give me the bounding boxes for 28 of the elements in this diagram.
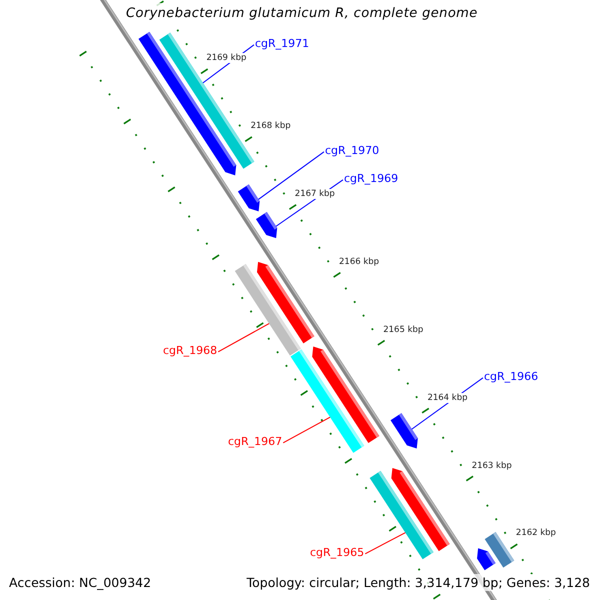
gene-bar bbox=[234, 264, 301, 356]
scale-label: 2165 kbp bbox=[383, 324, 424, 335]
gene-label: cgR_1965 bbox=[310, 546, 364, 559]
gene-label: cgR_1967 bbox=[228, 435, 282, 448]
scale-label: 2167 kbp bbox=[294, 189, 335, 199]
gene-bar bbox=[484, 532, 514, 568]
leader-line bbox=[258, 151, 324, 200]
gene-feature bbox=[390, 413, 418, 449]
leader-line bbox=[282, 416, 331, 444]
gene-feature bbox=[477, 548, 496, 570]
scale-label: 2163 kbp bbox=[472, 460, 512, 471]
gene-label: cgR_1969 bbox=[344, 172, 398, 185]
scale-label: 2169 kbp bbox=[206, 53, 246, 64]
scale-label: 2164 kbp bbox=[427, 392, 468, 403]
leader-line bbox=[364, 532, 406, 554]
gene-bar bbox=[290, 349, 364, 453]
gene-label: cgR_1968 bbox=[163, 344, 218, 357]
gene-feature bbox=[238, 184, 260, 212]
leader-line bbox=[218, 323, 270, 352]
gene-label: cgR_1966 bbox=[484, 370, 538, 383]
scale-label: 2166 kbp bbox=[339, 256, 380, 267]
gene-label: cgR_1971 bbox=[255, 37, 310, 50]
scale-label: 2168 kbp bbox=[250, 121, 291, 132]
gene-feature bbox=[256, 212, 278, 238]
gene-bar bbox=[370, 470, 434, 560]
gene-label: cgR_1970 bbox=[325, 144, 380, 157]
scale-label: 2162 kbp bbox=[516, 528, 556, 538]
genome-info-text: Topology: circular; Length: 3,314,179 bp; Genes: 3,128 bbox=[244, 574, 592, 591]
